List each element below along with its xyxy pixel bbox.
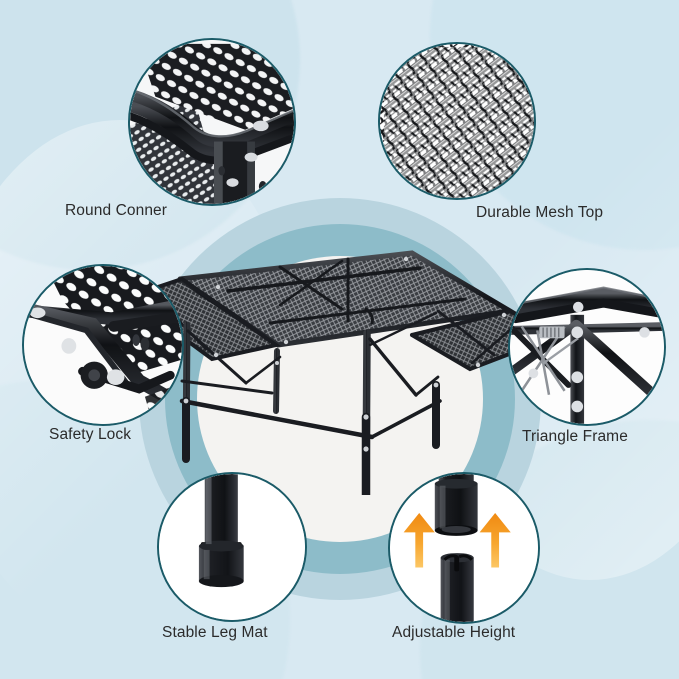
up-arrow-left bbox=[403, 512, 435, 568]
callout-leg-mat-circle bbox=[157, 472, 307, 622]
callout-adjustable-height: Adjustable Height bbox=[388, 472, 542, 641]
rounded-corner-mesh-photo bbox=[130, 40, 294, 204]
callout-safety-lock-circle bbox=[22, 264, 184, 426]
callout-mesh-top-circle bbox=[378, 42, 536, 200]
callout-mesh-top-label: Durable Mesh Top bbox=[476, 204, 604, 221]
callout-safety-lock: Safety Lock bbox=[22, 264, 186, 443]
callout-adjustable-height-label: Adjustable Height bbox=[392, 624, 516, 641]
callout-leg-mat-label: Stable Leg Mat bbox=[162, 624, 268, 641]
up-arrow-right bbox=[479, 512, 511, 568]
callout-adjustable-height-circle bbox=[388, 472, 540, 624]
callout-triangle-frame-circle bbox=[508, 268, 666, 426]
callout-round-conner-circle bbox=[128, 38, 296, 206]
callout-mesh-top: Durable Mesh Top bbox=[378, 42, 603, 221]
callout-round-conner-label: Round Conner bbox=[65, 202, 168, 219]
triangle-brace-photo bbox=[510, 270, 664, 424]
hinge-lock-photo bbox=[24, 266, 182, 424]
telescoping-leg-with-up-arrows bbox=[390, 474, 538, 622]
callout-triangle-frame: Triangle Frame bbox=[508, 268, 668, 445]
callout-round-conner: Round Conner bbox=[65, 38, 300, 219]
callout-triangle-frame-label: Triangle Frame bbox=[522, 428, 628, 445]
callout-safety-lock-label: Safety Lock bbox=[49, 426, 132, 443]
leg-foot-pad-photo bbox=[159, 474, 305, 620]
folding-camping-table-image bbox=[120, 205, 560, 495]
callout-leg-mat: Stable Leg Mat bbox=[157, 472, 309, 641]
diamond-mesh-photo bbox=[380, 44, 534, 198]
